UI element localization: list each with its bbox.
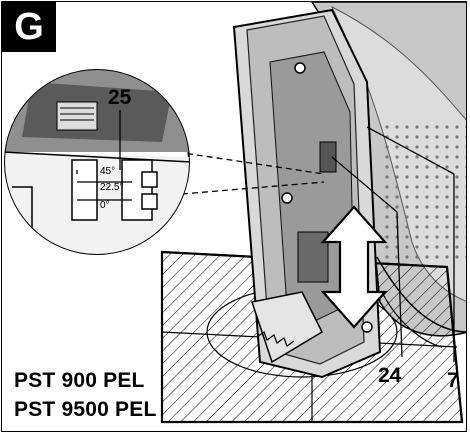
model-name-2: PST 9500 PEL	[14, 398, 157, 421]
detail-magnifier	[4, 69, 190, 255]
angle-label-22-5: 22.5°	[100, 182, 123, 193]
saw-blade	[251, 291, 323, 364]
model-name-1: PST 900 PEL	[14, 369, 145, 392]
angle-label-45: 45°	[100, 166, 115, 177]
figure-badge: G	[2, 2, 56, 52]
callout-25: 25	[108, 86, 132, 109]
jigsaw-illustration: 45° 22.5° 0° 25 24 7	[4, 2, 466, 424]
callout-7: 7	[447, 369, 459, 392]
angle-label-0: 0°	[100, 200, 110, 211]
callout-24: 24	[378, 364, 402, 387]
double-arrow	[320, 205, 388, 329]
leader-lines	[176, 126, 455, 362]
